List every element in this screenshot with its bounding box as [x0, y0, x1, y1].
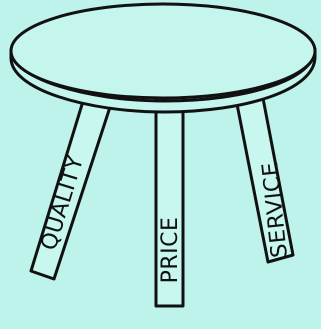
leg-quality-label: QUALITY — [37, 153, 89, 254]
leg-price-label: PRICE — [158, 217, 183, 284]
stool-seat — [11, 4, 315, 112]
stool-legs-group: QUALITY PRICE SERVICE — [31, 93, 293, 306]
leg-quality: QUALITY — [31, 98, 111, 279]
leg-service: SERVICE — [236, 93, 293, 262]
stool-seat-top — [11, 4, 315, 98]
leg-price: PRICE — [156, 96, 183, 306]
